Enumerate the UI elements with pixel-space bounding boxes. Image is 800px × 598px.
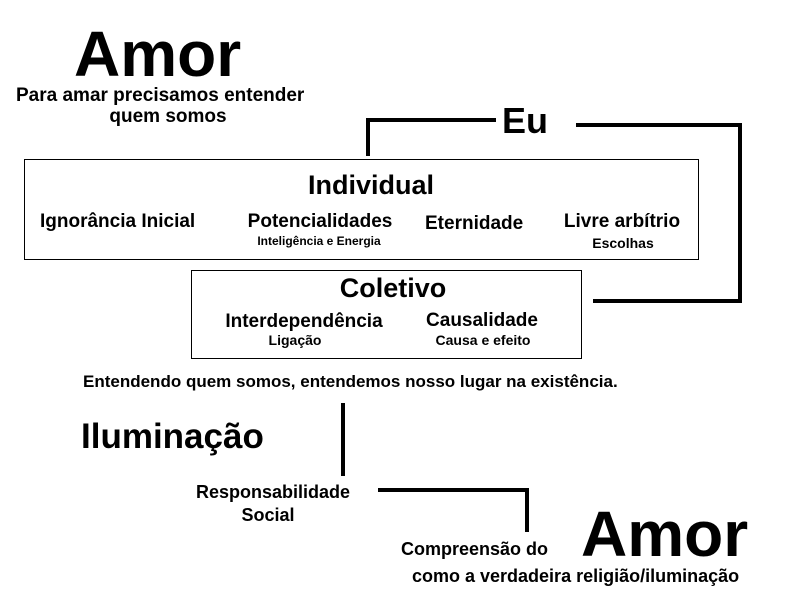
eu-label: Eu	[502, 100, 549, 141]
individual-item-eternidade: Eternidade	[425, 213, 524, 234]
responsabilidade-line2: Social	[241, 505, 295, 525]
title-amor: Amor	[74, 18, 242, 90]
individual-box	[24, 159, 699, 260]
connector-resp-horizontal	[378, 488, 529, 492]
coletivo-sub-interdependencia: Ligação	[268, 332, 322, 348]
title-subtitle-line1: Para amar precisamos entender	[16, 85, 305, 106]
connector-resp-vertical	[525, 488, 529, 532]
connector-eu-right-vertical	[738, 123, 742, 303]
connector-eu-bottom-horizontal	[593, 299, 742, 303]
iluminacao-label: Iluminação	[81, 417, 264, 456]
coletivo-heading: Coletivo	[339, 273, 447, 303]
connector-eu-left-horizontal	[366, 118, 496, 122]
title-subtitle-line2: quem somos	[109, 106, 227, 127]
connector-iluminacao-vertical	[341, 403, 345, 476]
individual-item-potencialidades: Potencialidades	[247, 211, 393, 232]
connector-eu-right-horizontal	[576, 123, 742, 127]
connector-eu-left-vertical	[366, 118, 370, 156]
final-line2: como a verdadeira religião/iluminação	[412, 566, 740, 586]
coletivo-sub-causalidade: Causa e efeito	[435, 332, 531, 348]
coletivo-item-interdependencia: Interdependência	[225, 311, 383, 332]
final-prefix: Compreensão do	[401, 539, 549, 559]
responsabilidade-line1: Responsabilidade	[195, 482, 351, 502]
individual-item-ignorancia: Ignorância Inicial	[40, 211, 196, 232]
statement: Entendendo quem somos, entendemos nosso …	[83, 372, 618, 391]
individual-heading: Individual	[307, 170, 435, 200]
individual-sub-potencialidades: Inteligência e Energia	[257, 234, 381, 248]
individual-item-livre-arbitrio: Livre arbítrio	[563, 211, 681, 232]
coletivo-item-causalidade: Causalidade	[426, 310, 538, 331]
final-amor: Amor	[581, 498, 749, 570]
individual-sub-livre-arbitrio: Escolhas	[592, 235, 654, 251]
coletivo-box	[191, 270, 582, 359]
